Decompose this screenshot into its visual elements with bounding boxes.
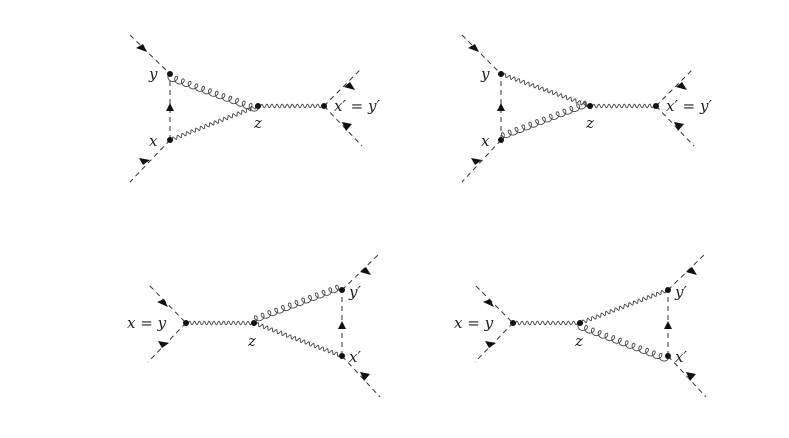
d3-vertex-x-prime: [339, 353, 345, 359]
d3-ext-bottom-right: [341, 355, 381, 398]
d3-label-z: z: [247, 332, 256, 350]
d4-arrow-bottom-right: [686, 372, 696, 381]
diagram-2: y x z x′ = y′: [461, 34, 712, 183]
d1-label-y: y: [148, 65, 158, 83]
d2-label-x: x: [481, 132, 490, 150]
d3-arrow-bottom-right: [360, 372, 370, 381]
d1-vertex-right: [321, 103, 327, 109]
d3-arrow-vertical: [338, 321, 346, 329]
d3-arrow-top-right: [360, 267, 371, 275]
d3-gluon-z-y: [253, 284, 343, 324]
d4-wave-z-y: [579, 288, 669, 325]
d1-arrow-bottom-left: [139, 158, 150, 165]
d4-arrow-top-right: [686, 267, 697, 275]
d3-vertex-y-prime: [339, 287, 345, 293]
d3-ext-bottom-left: [147, 322, 187, 363]
d4-ext-bottom-left: [474, 322, 514, 363]
d3-label-x-prime: x′: [349, 348, 361, 366]
d4-vertex-y-prime: [665, 287, 671, 293]
d2-ext-bottom-right: [655, 105, 695, 147]
d4-label-x-prime: x′: [675, 348, 687, 366]
d1-vertex-x: [167, 137, 173, 143]
d3-vertex-z: [251, 320, 257, 326]
d4-vertex-z: [577, 320, 583, 326]
d1-wave-z-right: [257, 103, 325, 109]
d1-arrow-top-right: [344, 82, 355, 90]
d2-label-right: x′ = y′: [666, 97, 712, 115]
d2-label-y: y: [480, 65, 490, 83]
d1-label-z: z: [253, 114, 262, 132]
d4-label-left: x = y: [454, 314, 494, 332]
d3-vertex-left: [183, 320, 189, 326]
d1-arrow-vertical: [166, 103, 174, 111]
d2-wave-y-z: [500, 73, 591, 107]
d4-gluon-z-x: [577, 322, 670, 362]
diagram-1: y x z x′ = y′: [129, 34, 380, 183]
d4-arrow-vertical: [664, 321, 672, 329]
d1-label-x: x: [149, 132, 158, 150]
d2-vertex-x: [498, 137, 504, 143]
d4-ext-bottom-right: [667, 355, 707, 398]
d3-arrow-top-left: [157, 299, 168, 307]
d1-ext-bottom-left: [129, 139, 171, 183]
d1-vertex-z: [255, 103, 261, 109]
d2-arrow-top-right: [676, 82, 687, 90]
d2-arrow-top-left: [468, 44, 479, 52]
d1-gluon-y-z: [167, 73, 260, 112]
d3-wave-left-z: [185, 320, 255, 326]
d1-arrow-bottom-right: [342, 122, 352, 131]
d3-wave-z-x: [253, 322, 343, 357]
diagram-3: x = y z y′ x′: [127, 252, 381, 398]
d2-arrow-bottom-left: [471, 158, 482, 165]
d3-label-left: x = y: [127, 314, 167, 332]
d2-arrow-bottom-right: [674, 122, 684, 131]
d2-arrow-vertical: [497, 103, 505, 111]
d1-arrow-top-left: [136, 44, 147, 52]
d2-vertex-z: [587, 103, 593, 109]
d2-label-z: z: [585, 114, 594, 132]
d2-vertex-y: [498, 71, 504, 77]
d3-label-y-prime: y′: [348, 283, 361, 301]
d1-ext-bottom-right: [323, 105, 363, 147]
d1-ext-top-left: [129, 34, 171, 75]
d2-ext-top-left: [461, 34, 502, 75]
d4-vertex-left: [510, 320, 516, 326]
diagram-4: x = y z y′ x′: [454, 252, 707, 398]
d2-ext-bottom-left: [461, 139, 502, 183]
d4-arrow-bottom-left: [485, 341, 496, 348]
d2-vertex-right: [653, 103, 659, 109]
d2-gluon-x-z: [500, 100, 591, 141]
d4-wave-left-z: [512, 320, 581, 326]
d4-vertex-x-prime: [665, 353, 671, 359]
d1-wave-x-z: [169, 104, 259, 142]
d4-label-z: z: [574, 332, 583, 350]
d4-arrow-top-left: [483, 299, 494, 307]
d4-label-y-prime: y′: [674, 283, 687, 301]
d3-arrow-bottom-left: [158, 341, 169, 348]
d1-label-right: x′ = y′: [334, 97, 380, 115]
d1-vertex-y: [167, 71, 173, 77]
d2-wave-z-right: [589, 103, 657, 109]
